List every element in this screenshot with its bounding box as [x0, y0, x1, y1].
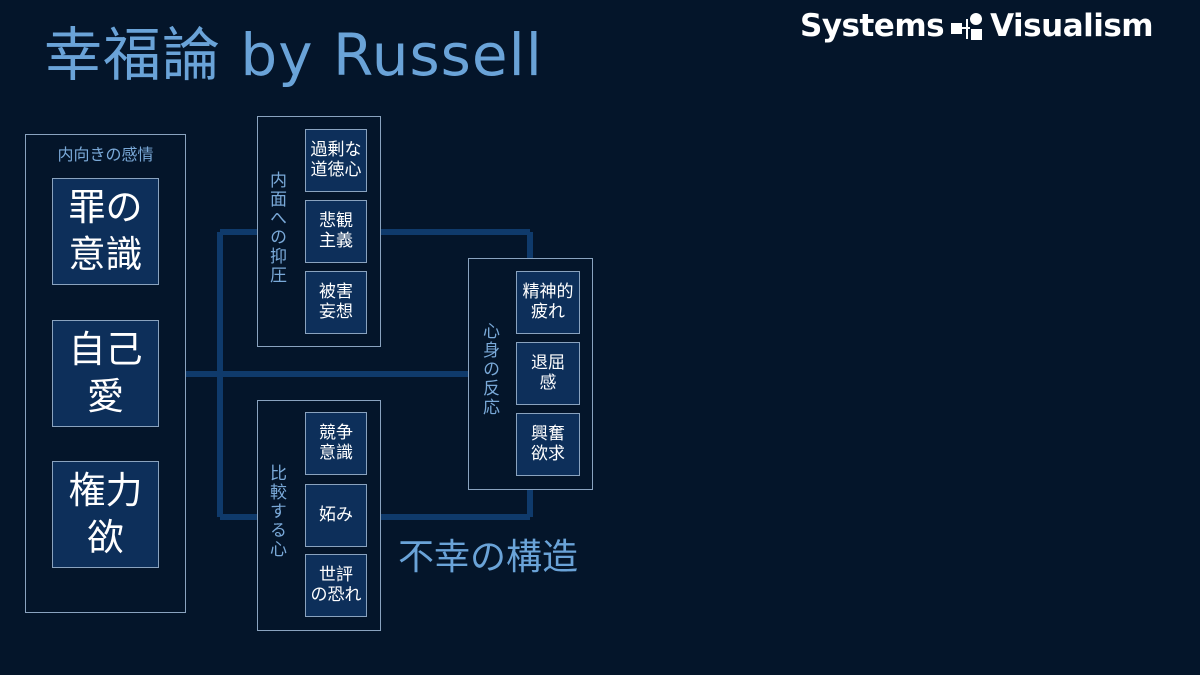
box-pessimism: 悲観 主義: [305, 200, 367, 263]
panel-inward-emotions: 内向きの感情: [25, 134, 186, 613]
panel-inward-emotions-label: 内向きの感情: [57, 145, 154, 164]
panel-mind-body-reaction-label: 心身の反応: [479, 322, 499, 417]
brand-left-text: Systems: [800, 8, 945, 44]
brand-logo: Systems Visualism: [800, 6, 1154, 46]
box-competitiveness: 競争 意識: [305, 412, 367, 475]
panel-inner-suppression-label: 内面への抑圧: [266, 171, 286, 285]
box-boredom: 退屈 感: [516, 342, 580, 405]
structure-of-unhappiness-label: 不幸の構造: [398, 537, 579, 578]
panel-comparing-mind-label: 比較する心: [266, 464, 286, 559]
brand-right-text: Visualism: [990, 8, 1154, 44]
box-fear-of-public-opinion: 世評 の恐れ: [305, 554, 367, 617]
page-title: 幸福論 by Russell: [44, 21, 543, 89]
box-lust-for-power: 権力 欲: [52, 461, 159, 568]
systems-visualism-logo-icon: [951, 13, 983, 40]
box-envy: 妬み: [305, 484, 367, 547]
box-mental-fatigue: 精神的 疲れ: [516, 271, 580, 334]
box-craving-excitement: 興奮 欲求: [516, 413, 580, 476]
box-sense-of-guilt: 罪の 意識: [52, 178, 159, 285]
box-excessive-morality: 過剰な 道徳心: [305, 129, 367, 192]
box-persecution-mania: 被害 妄想: [305, 271, 367, 334]
box-self-love: 自己 愛: [52, 320, 159, 427]
